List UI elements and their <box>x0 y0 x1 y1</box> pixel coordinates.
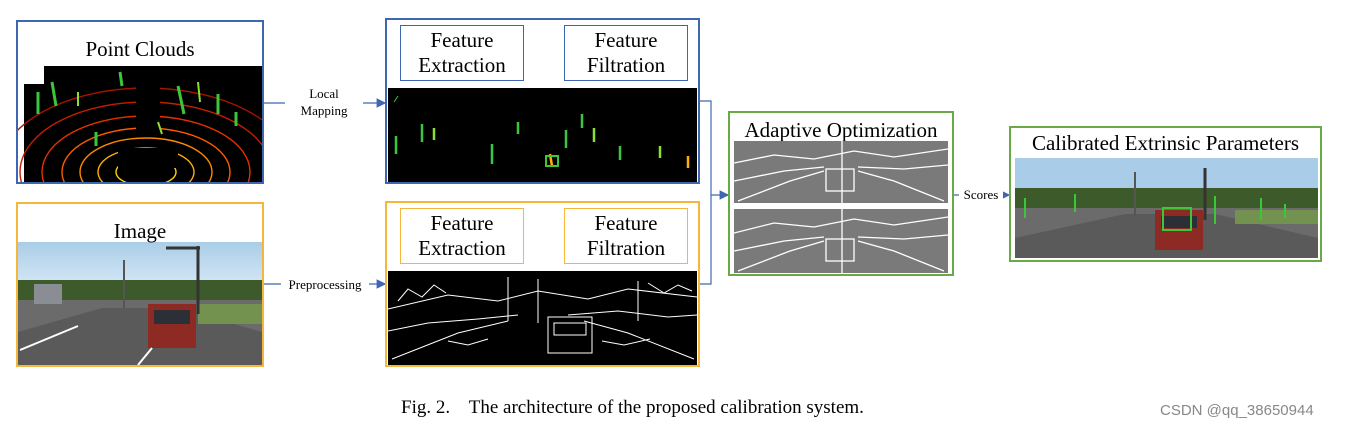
arrow-merge-top <box>700 100 712 195</box>
point-clouds-title: Point Clouds <box>85 37 195 61</box>
lidar-feature-extraction-box: Feature Extraction <box>400 25 524 81</box>
preprocessing-label: Preprocessing <box>281 276 369 293</box>
adaptive-optimization-panel: Adaptive Optimization <box>728 111 954 276</box>
camera-image <box>18 204 262 365</box>
lidar-feature-module: Feature Extraction Feature Filtration <box>385 18 700 184</box>
adaptive-optimization-title: Adaptive Optimization <box>744 118 938 142</box>
image-feature-module: Feature Extraction Feature Filtration <box>385 201 700 367</box>
edge-map-image <box>388 271 697 365</box>
watermark: CSDN @qq_38650944 <box>1160 402 1314 419</box>
point-clouds-panel: Point Clouds <box>16 20 264 184</box>
lidar-feature-filtration-box: Feature Filtration <box>564 25 688 81</box>
arrow-merge-bottom <box>700 195 712 285</box>
point-cloud-image <box>18 22 262 182</box>
calibrated-parameters-panel: Calibrated Extrinsic Parameters <box>1009 126 1322 262</box>
calibrated-parameters-title: Calibrated Extrinsic Parameters <box>1031 131 1300 155</box>
image-feature-extraction-box: Feature Extraction <box>400 208 524 264</box>
lidar-feature-image <box>388 88 697 182</box>
scores-label: Scores <box>959 186 1003 203</box>
image-title: Image <box>113 219 167 243</box>
calibrated-result-image <box>1015 158 1318 258</box>
image-feature-filtration-box: Feature Filtration <box>564 208 688 264</box>
local-mapping-label: Local Mapping <box>285 85 363 119</box>
image-panel: Image <box>16 202 264 367</box>
optimization-images <box>734 141 948 273</box>
figure-caption: Fig. 2. The architecture of the proposed… <box>401 397 864 418</box>
